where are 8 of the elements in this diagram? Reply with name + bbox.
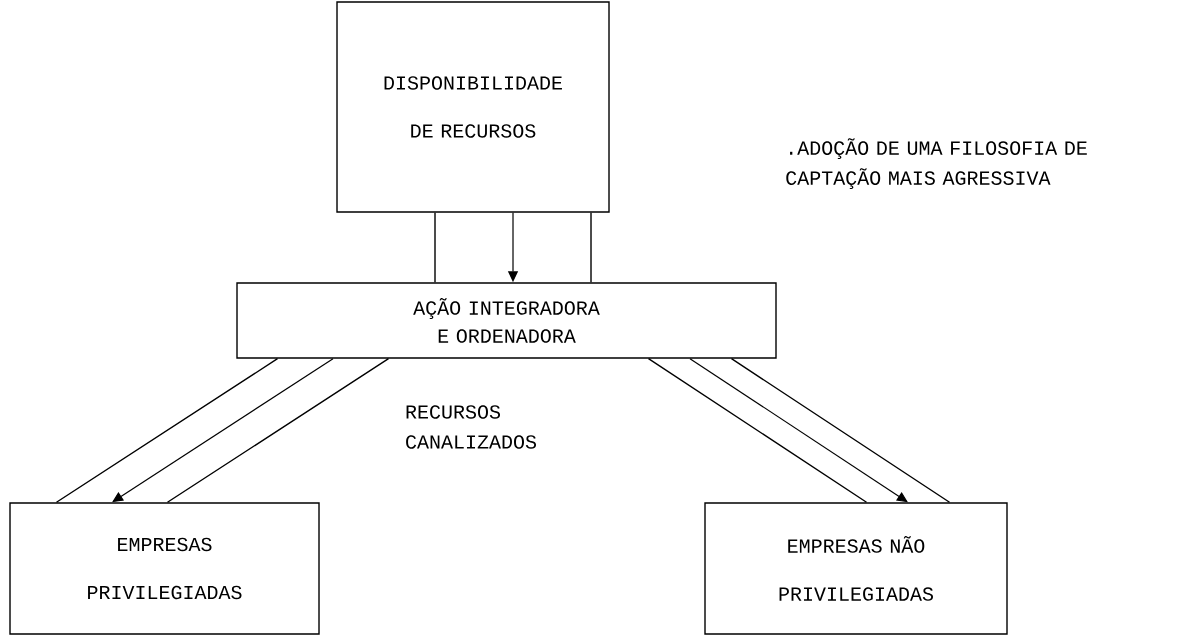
arrow: [689, 358, 908, 503]
arrow: [112, 358, 334, 503]
note: .ADOÇÃO DE UMA FILOSOFIA DE CAPTAÇÃO MAIS AGRESSIVA: [786, 138, 1087, 190]
note: RECURSOS CANALIZADOS: [406, 405, 536, 449]
box: AÇÃO INTEGRADORA E ORDENADORA: [236, 282, 777, 359]
box: DISPONIBILIDADE DE RECURSOS: [336, 1, 610, 213]
box: EMPRESAS PRIVILEGIADAS: [9, 502, 320, 635]
box: EMPRESAS NÃO PRIVILEGIADAS: [704, 502, 1008, 635]
